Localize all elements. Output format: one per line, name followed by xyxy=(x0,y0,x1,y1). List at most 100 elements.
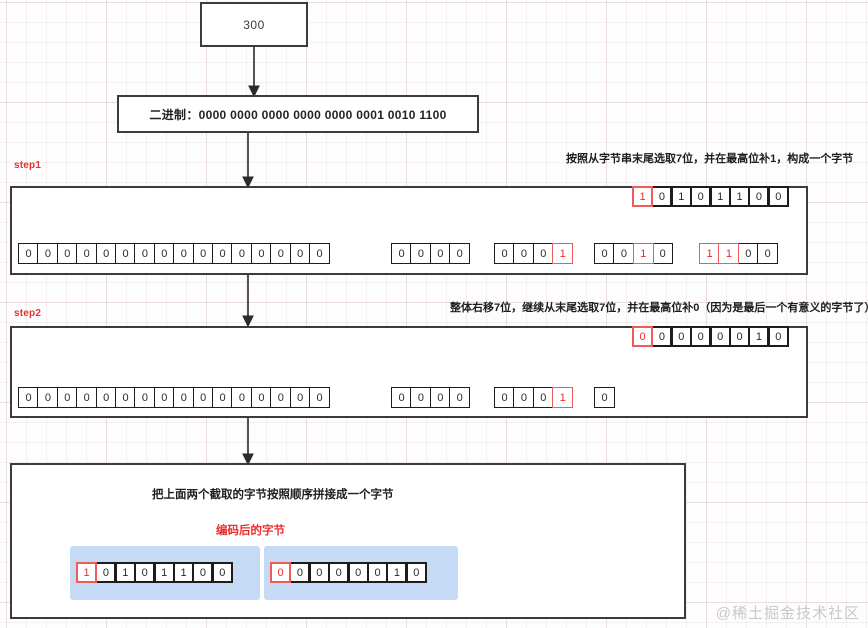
bit-cell: 0 xyxy=(737,243,759,264)
bit-cell: 0 xyxy=(494,243,515,264)
bit-cell: 0 xyxy=(250,387,272,408)
bit-cell: 1 xyxy=(718,243,740,264)
bit-cell: 0 xyxy=(347,562,369,583)
bit-cell: 0 xyxy=(212,387,234,408)
bit-cell: 1 xyxy=(76,562,97,583)
bit-cell: 0 xyxy=(212,243,234,264)
bit-cell: 0 xyxy=(76,243,98,264)
bit-cell: 0 xyxy=(192,387,214,408)
watermark-label: @稀土掘金技术社区 xyxy=(715,605,860,622)
bit-cell: 0 xyxy=(95,387,117,408)
bit-cell: 0 xyxy=(115,387,137,408)
bit-cell: 0 xyxy=(309,243,331,264)
bit-cell: 0 xyxy=(410,387,432,408)
bit-cell: 0 xyxy=(651,186,673,207)
bit-cell: 0 xyxy=(532,387,554,408)
bit-cell: 1 xyxy=(632,243,654,264)
bit-cell: 0 xyxy=(532,243,554,264)
bit-cell: 0 xyxy=(652,243,674,264)
input-value-box: 300 xyxy=(200,2,308,47)
bit-cell: 0 xyxy=(767,326,789,347)
bit-cell: 0 xyxy=(250,243,272,264)
bit-cell: 1 xyxy=(709,186,731,207)
bit-cell: 0 xyxy=(449,387,471,408)
bit-cell: 0 xyxy=(709,326,731,347)
bit-cell: 0 xyxy=(289,243,311,264)
bit-cell: 1 xyxy=(153,562,175,583)
bit-cell: 0 xyxy=(18,387,39,408)
bit-cell: 0 xyxy=(18,243,39,264)
bit-cell: 0 xyxy=(173,243,195,264)
bit-cell: 0 xyxy=(328,562,350,583)
bit-cell: 0 xyxy=(748,186,770,207)
bit-cell: 1 xyxy=(699,243,720,264)
bit-cell: 0 xyxy=(449,243,471,264)
step1-tag: step1 xyxy=(14,160,42,171)
bit-cell: 0 xyxy=(134,387,156,408)
bit-cell: 0 xyxy=(494,387,515,408)
bit-cell: 0 xyxy=(690,186,712,207)
bit-cell: 0 xyxy=(651,326,673,347)
bit-cell: 1 xyxy=(114,562,136,583)
bit-cell: 1 xyxy=(670,186,692,207)
bit-cell: 0 xyxy=(56,387,78,408)
bit-cell: 0 xyxy=(192,562,214,583)
bit-cell: 0 xyxy=(613,243,635,264)
bit-cell: 0 xyxy=(757,243,779,264)
bit-cell: 0 xyxy=(594,387,615,408)
bit-cell: 0 xyxy=(308,562,330,583)
bit-cell: 0 xyxy=(231,387,253,408)
result-subtitle: 编码后的字节 xyxy=(216,525,285,537)
bit-cell: 0 xyxy=(690,326,712,347)
binary-value-label: 二进制：0000 0000 0000 0000 0000 0001 0010 1… xyxy=(149,107,447,122)
bit-cell: 0 xyxy=(231,243,253,264)
bit-cell: 0 xyxy=(670,326,692,347)
bit-cell: 1 xyxy=(729,186,751,207)
bit-cell: 0 xyxy=(37,387,59,408)
step1-note: 按照从字节串末尾选取7位，并在最高位补1，构成一个字节 xyxy=(566,153,854,165)
bit-cell: 0 xyxy=(95,562,117,583)
bit-cell: 0 xyxy=(56,243,78,264)
bit-cell: 0 xyxy=(192,243,214,264)
bit-cell: 0 xyxy=(405,562,427,583)
bit-cell: 0 xyxy=(270,562,291,583)
bit-cell: 0 xyxy=(429,243,451,264)
bit-cell: 0 xyxy=(391,243,412,264)
bit-cell: 0 xyxy=(391,387,412,408)
bit-cell: 0 xyxy=(134,243,156,264)
bit-cell: 0 xyxy=(153,243,175,264)
bit-cell: 0 xyxy=(632,326,653,347)
bit-cell: 0 xyxy=(729,326,751,347)
bit-cell: 0 xyxy=(173,387,195,408)
bit-cell: 1 xyxy=(552,387,574,408)
step2-tag: step2 xyxy=(14,308,42,319)
step2-bitgroup-3: 0 xyxy=(594,387,615,408)
bit-cell: 0 xyxy=(367,562,389,583)
step2-note: 整体右移7位，继续从末尾选取7位，并在最高位补0（因为是最后一个有意义的字节了） xyxy=(450,302,868,314)
bit-cell: 0 xyxy=(270,243,292,264)
bit-cell: 0 xyxy=(767,186,789,207)
bit-cell: 0 xyxy=(289,387,311,408)
bit-cell: 1 xyxy=(173,562,195,583)
bit-cell: 1 xyxy=(748,326,770,347)
bit-cell: 0 xyxy=(289,562,311,583)
bit-cell: 0 xyxy=(410,243,432,264)
bit-cell: 0 xyxy=(134,562,156,583)
bit-cell: 0 xyxy=(594,243,615,264)
bit-cell: 1 xyxy=(386,562,408,583)
bit-cell: 0 xyxy=(211,562,233,583)
input-value-label: 300 xyxy=(243,17,265,32)
bit-cell: 0 xyxy=(429,387,451,408)
bit-cell: 1 xyxy=(552,243,574,264)
bit-cell: 0 xyxy=(76,387,98,408)
